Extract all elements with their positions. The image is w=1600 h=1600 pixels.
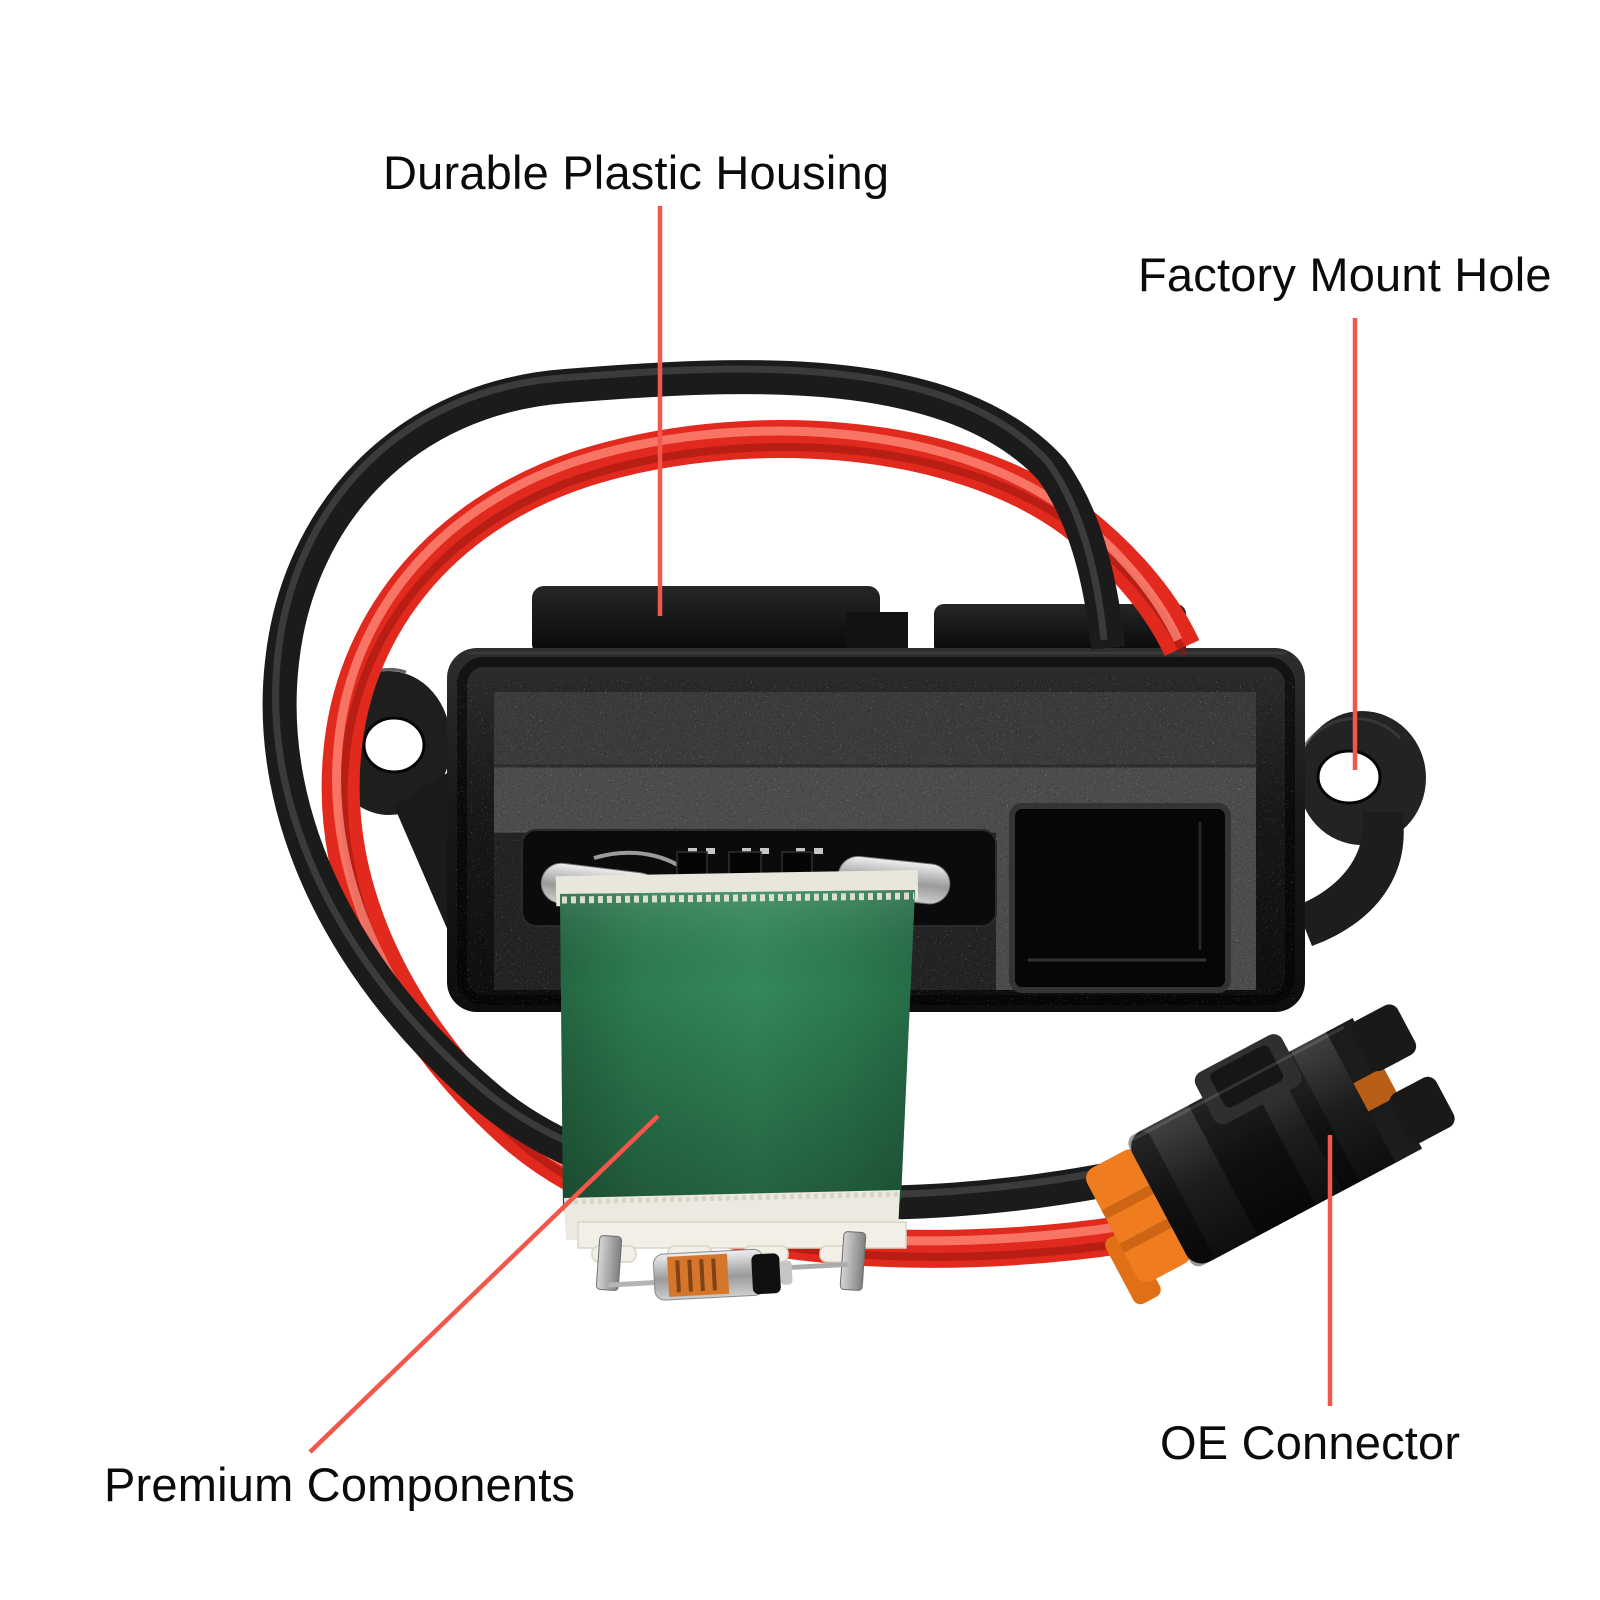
mount-hole-right [1316,749,1382,805]
label-oe-connector: OE Connector [1160,1416,1461,1469]
housing-window [1009,803,1231,993]
connector-seal [1086,1149,1191,1283]
terminal-clip-right [839,1231,867,1291]
oe-connector [1086,1004,1455,1305]
connector-body [1131,1028,1409,1264]
label-factory-mount-hole: Factory Mount Hole [1138,248,1552,301]
label-premium-components: Premium Components [104,1458,576,1511]
connector-prong-bottom [1389,1076,1455,1144]
mount-ear-right [1296,711,1426,946]
thermal-fuse [607,1248,849,1301]
leader-line-components [308,1114,660,1454]
resistor-pack [555,869,919,1301]
connector-shroud-left [532,586,880,656]
mount-hole-left [362,716,426,774]
terminal-clip-left [595,1235,623,1291]
callout-leader-lines [308,206,1358,1454]
label-durable-plastic-housing: Durable Plastic Housing [383,146,890,199]
connector-prong-top [1350,1004,1417,1072]
